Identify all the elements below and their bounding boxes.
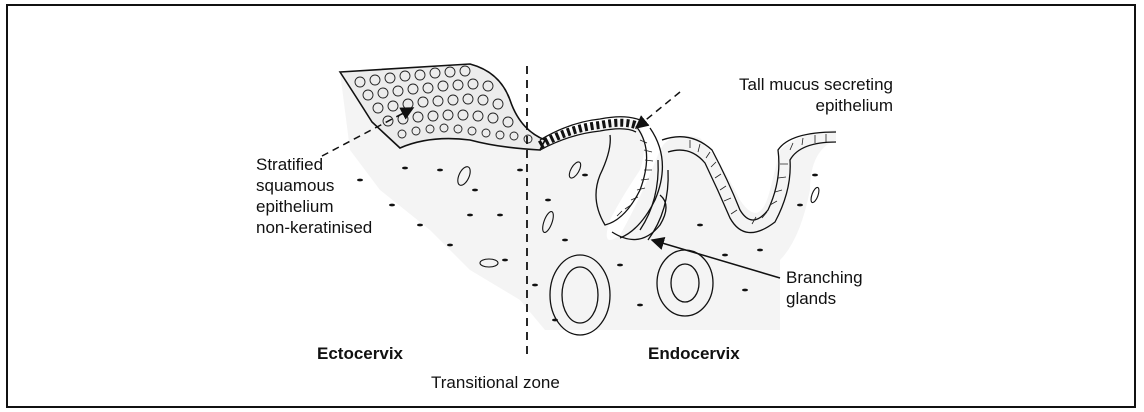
label-tall-mucus-epithelium: Tall mucus secreting epithelium: [665, 74, 893, 116]
label-branching-glands: Branching glands: [786, 267, 863, 309]
label-stratified-squamous: Stratified squamous epithelium non-kerat…: [256, 154, 372, 238]
label-transitional-zone: Transitional zone: [431, 372, 560, 393]
label-endocervix: Endocervix: [648, 343, 740, 364]
label-ectocervix: Ectocervix: [317, 343, 403, 364]
